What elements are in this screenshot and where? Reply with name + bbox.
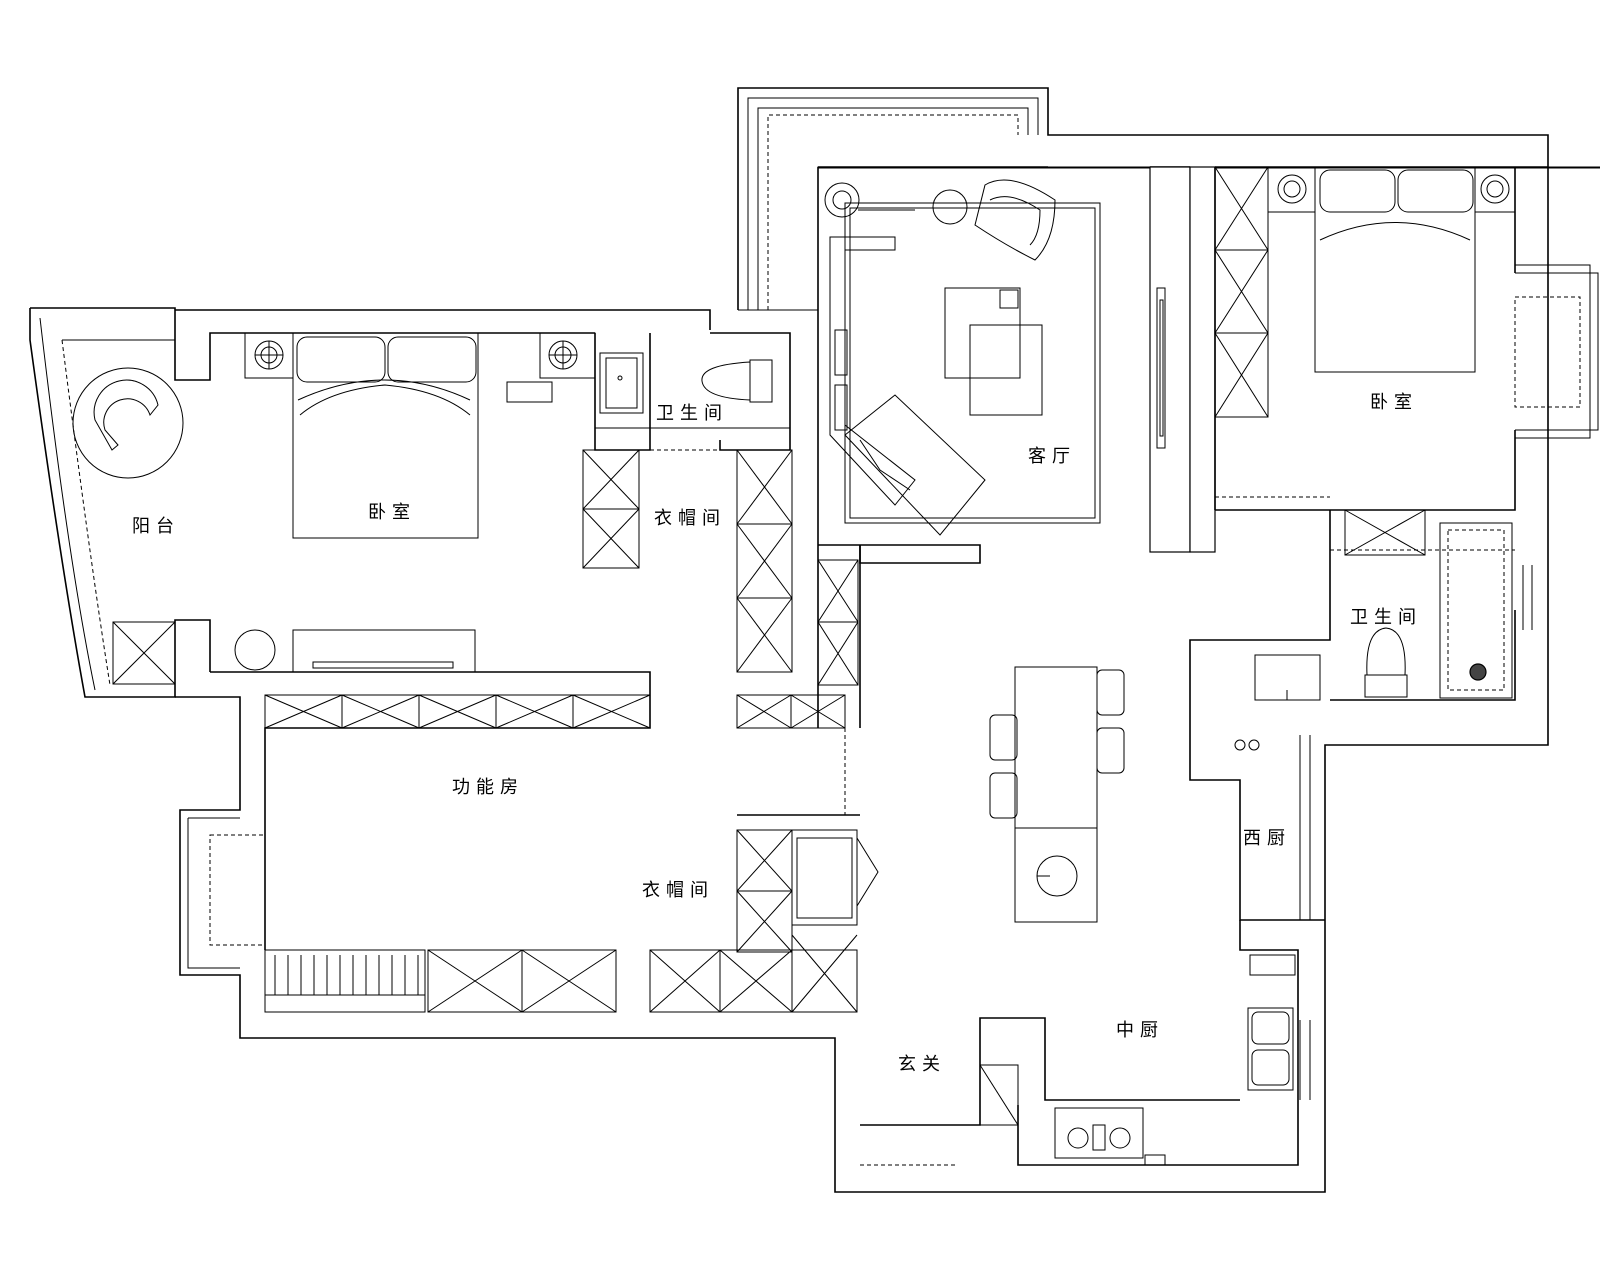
wardrobe-multifunction-top xyxy=(264,694,651,729)
furniture xyxy=(72,166,1516,1159)
bar-stools xyxy=(989,669,1125,819)
cooktop-western xyxy=(1234,739,1260,751)
bed-right xyxy=(1314,166,1476,373)
stool xyxy=(506,381,553,403)
armchair-balcony xyxy=(72,367,184,479)
wardrobe-corridor xyxy=(817,559,859,686)
nightstand-lamp-left xyxy=(244,332,294,379)
cabinet-balcony xyxy=(112,621,176,685)
wardrobe-closet-top-left xyxy=(582,449,640,569)
floor-lamp-living xyxy=(824,182,915,218)
sink-right xyxy=(1254,654,1321,701)
cabinet-right-bath xyxy=(1344,509,1426,556)
bathtub xyxy=(1439,522,1513,699)
armchair-living xyxy=(932,179,1056,261)
tv-living xyxy=(1156,287,1166,449)
kitchen-sink xyxy=(1247,1007,1294,1091)
label-multifunction-room: 功能房 xyxy=(452,777,524,798)
wardrobes xyxy=(112,166,1426,1126)
room-labels: 阳台 卧室 卫生间 衣帽间 客厅 卧室 卫生间 功能房 衣帽间 西厨 中厨 玄关 xyxy=(132,392,1422,1075)
label-western-kitchen: 西厨 xyxy=(1243,828,1291,849)
cabinet-bottom-row xyxy=(264,934,858,1013)
label-closet-bottom: 衣帽间 xyxy=(642,880,714,901)
sofa-l xyxy=(829,236,986,536)
round-table xyxy=(234,629,276,671)
label-chinese-kitchen: 中厨 xyxy=(1116,1020,1164,1041)
label-balcony: 阳台 xyxy=(132,516,180,537)
wardrobe-closet-top-right xyxy=(736,449,793,673)
label-bedroom-left: 卧室 xyxy=(368,502,416,523)
bed-left xyxy=(292,332,479,539)
label-entrance: 玄关 xyxy=(898,1054,946,1075)
exterior-walls xyxy=(29,87,1599,1193)
toilet-top xyxy=(701,359,773,403)
wardrobe-multifunction-right xyxy=(736,694,846,729)
label-closet-top: 衣帽间 xyxy=(654,508,726,529)
nightstand-lamp-right xyxy=(539,332,596,379)
wardrobe-right-bedroom xyxy=(1214,166,1269,418)
label-living-room: 客厅 xyxy=(1028,446,1076,467)
nightstand-right-a xyxy=(1267,166,1316,213)
cabinet-entrance xyxy=(979,1064,1019,1126)
sink-top xyxy=(599,352,644,414)
label-bedroom-right: 卧室 xyxy=(1370,392,1418,413)
label-bathroom-top: 卫生间 xyxy=(656,403,728,424)
toilet-right xyxy=(1364,627,1408,698)
stove xyxy=(1054,1107,1144,1159)
tv-left xyxy=(292,629,476,673)
interior-walls xyxy=(210,166,1600,1166)
wardrobe-closet-bottom xyxy=(736,829,879,953)
label-bathroom-right: 卫生间 xyxy=(1350,607,1422,628)
coffee-table xyxy=(944,287,1043,416)
nightstand-right-b xyxy=(1474,166,1516,213)
kitchen-island xyxy=(1014,666,1098,923)
